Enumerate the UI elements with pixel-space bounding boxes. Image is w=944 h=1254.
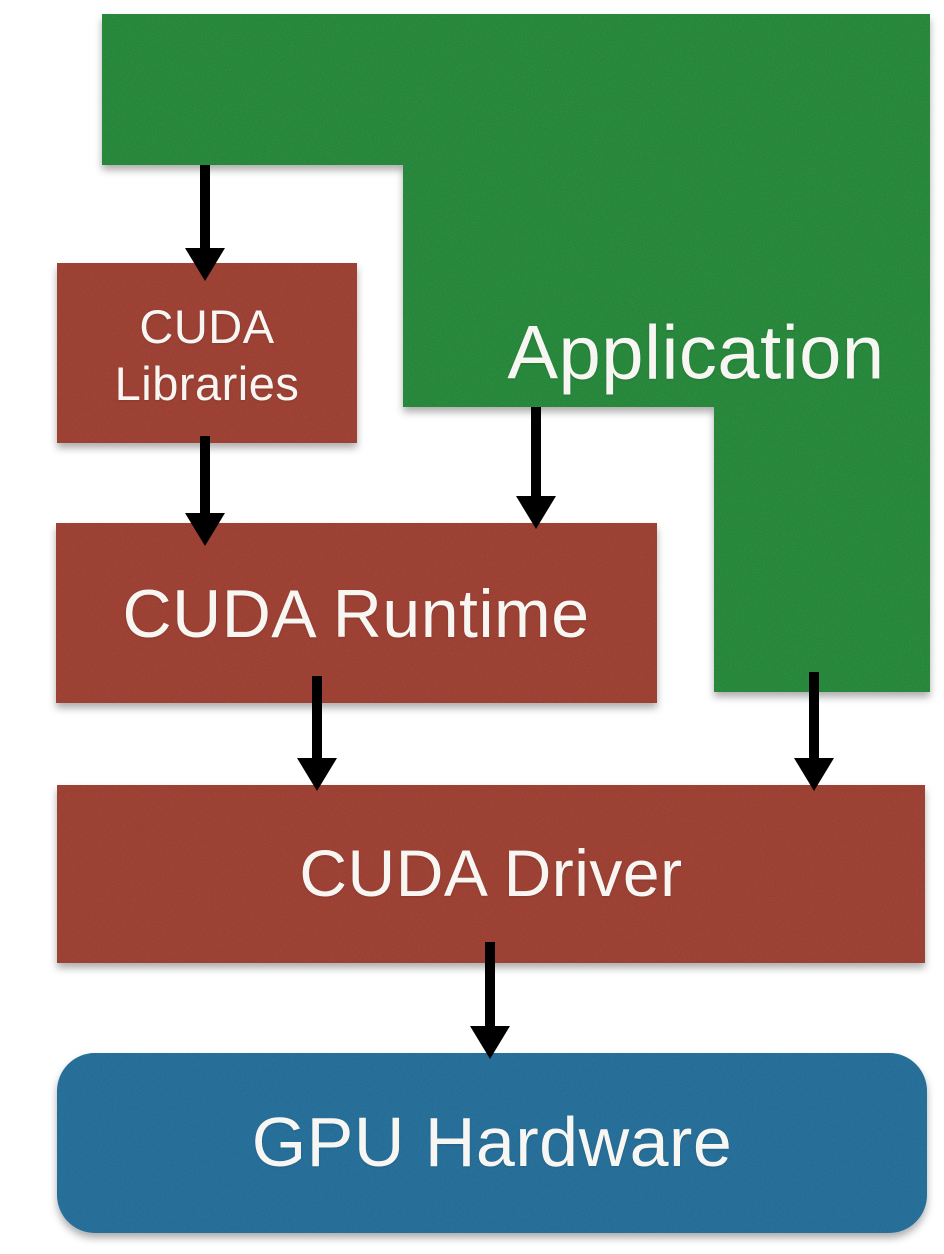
cuda-runtime-label: CUDA Runtime <box>122 576 590 652</box>
application-shape-group <box>102 14 930 692</box>
edge-cuda-driver-to-gpu-hardware <box>470 942 510 1059</box>
cuda-driver-shape <box>57 785 925 963</box>
arrowhead <box>794 758 834 791</box>
cuda-driver-label: CUDA Driver <box>299 836 683 910</box>
edge-application-to-cuda-runtime <box>516 407 556 529</box>
cuda-libraries-label-line2: Libraries <box>114 357 300 410</box>
edge-cuda-libraries-to-cuda-runtime <box>185 436 225 546</box>
cuda-driver-shape-group <box>57 785 925 963</box>
gpu-hardware-shape <box>57 1053 927 1233</box>
cuda-runtime-shape <box>56 523 657 703</box>
gpu-hardware-label: GPU Hardware <box>251 1103 733 1181</box>
cuda-runtime-shape-group <box>56 523 657 703</box>
arrowhead <box>470 1026 510 1059</box>
cuda-libraries-shape <box>57 263 357 443</box>
arrowhead <box>516 496 556 529</box>
gpu-hardware-shape-group <box>57 1053 927 1233</box>
arrowhead <box>297 758 337 791</box>
cuda-libraries-label: CUDA Libraries <box>115 298 300 412</box>
cuda-libraries-shape-group <box>57 263 357 443</box>
edge-application-to-cuda-driver <box>794 672 834 791</box>
edge-cuda-runtime-to-cuda-driver <box>297 676 337 791</box>
arrowhead <box>185 248 225 281</box>
edge-application-to-cuda-libraries <box>185 165 225 281</box>
arrowhead <box>185 513 225 546</box>
application-label: Application <box>507 310 885 396</box>
application-shape <box>102 14 930 692</box>
cuda-libraries-label-line1: CUDA <box>139 300 275 353</box>
